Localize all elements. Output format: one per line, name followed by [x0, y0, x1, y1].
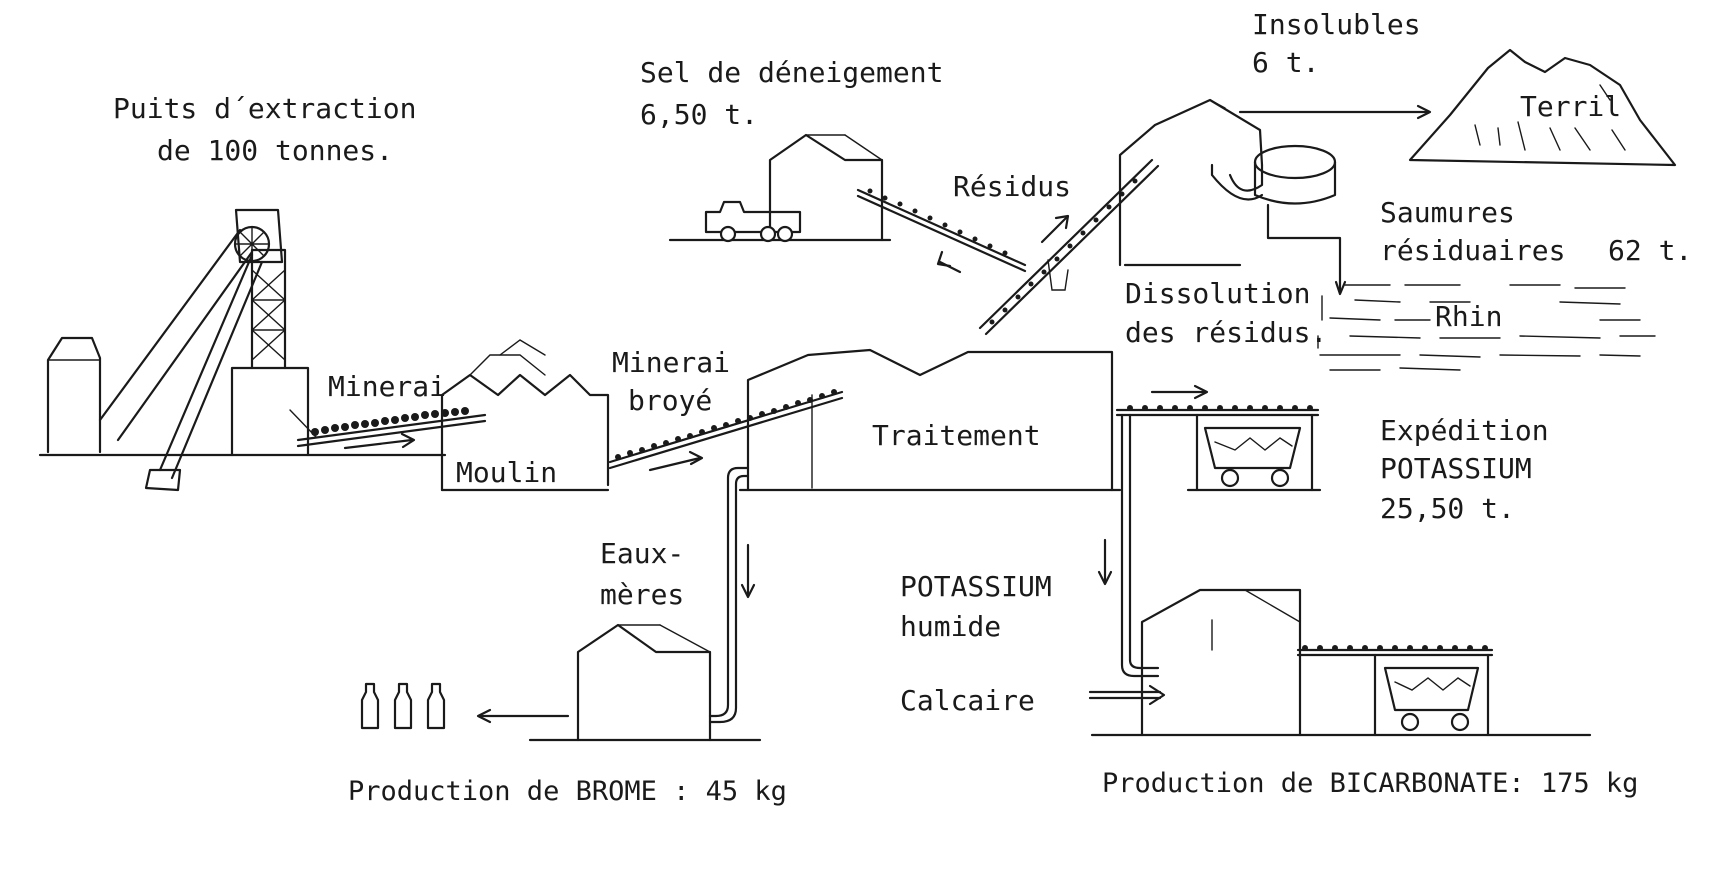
label-production-brome: Production de BROME : 45 kg: [348, 776, 787, 807]
label-minerai: Minerai: [328, 370, 446, 403]
label-dissolution-line2: des résidus.: [1125, 316, 1327, 349]
label-expedition-line1: Expédition: [1380, 414, 1549, 447]
label-puits-line1: Puits d´extraction: [113, 92, 416, 125]
label-insolubles-line1: Insolubles: [1252, 8, 1421, 41]
label-puits-line2: de 100 tonnes.: [157, 134, 393, 167]
label-rhin: Rhin: [1435, 300, 1502, 333]
label-potassium-humide-line1: POTASSIUM: [900, 570, 1052, 603]
rhine-river: [1317, 284, 1656, 371]
label-sel-line2: 6,50 t.: [640, 98, 758, 131]
label-residus: Résidus: [953, 170, 1071, 203]
label-minerai-broye-line2: broyé: [628, 384, 712, 417]
dissolution-building: [1118, 98, 1432, 296]
bromine-plant: [360, 466, 762, 742]
crushed-ore-conveyor: [608, 389, 844, 472]
label-moulin: Moulin: [456, 456, 557, 489]
bicarbonate-plant: [1088, 588, 1592, 737]
road-salt-building: [668, 133, 1027, 274]
label-expedition-line3: 25,50 t.: [1380, 492, 1515, 525]
potassium-shipping-wagon: [1115, 384, 1322, 492]
label-minerai-broye-line1: Minerai: [612, 346, 730, 379]
ore-conveyor: [289, 407, 487, 450]
label-production-bicarbonate: Production de BICARBONATE: 175 kg: [1102, 768, 1638, 799]
label-saumures-qty: 62 t.: [1608, 234, 1692, 267]
label-dissolution-line1: Dissolution: [1125, 277, 1310, 310]
wet-potassium-pipe: [1097, 413, 1160, 678]
bromine-bottles: [360, 682, 446, 730]
mine-headframe: [38, 208, 447, 492]
labels: Puits d´extraction de 100 tonnes. Minera…: [113, 8, 1692, 807]
label-saumures-line1: Saumures: [1380, 196, 1515, 229]
slag-heap: [1408, 48, 1677, 167]
residue-conveyor: [978, 158, 1160, 336]
label-expedition-line2: POTASSIUM: [1380, 452, 1532, 485]
label-potassium-humide-line2: humide: [900, 610, 1001, 643]
label-calcaire: Calcaire: [900, 684, 1035, 717]
label-eaux-line1: Eaux-: [600, 537, 684, 570]
label-insolubles-line2: 6 t.: [1252, 46, 1319, 79]
label-sel-line1: Sel de déneigement: [640, 56, 943, 89]
mill-building: [440, 339, 610, 492]
label-terril: Terril: [1520, 90, 1621, 123]
label-traitement: Traitement: [872, 419, 1041, 452]
label-saumures-line2: résiduaires: [1380, 234, 1565, 267]
label-eaux-line2: mères: [600, 578, 684, 611]
treatment-plant: [738, 348, 1122, 492]
